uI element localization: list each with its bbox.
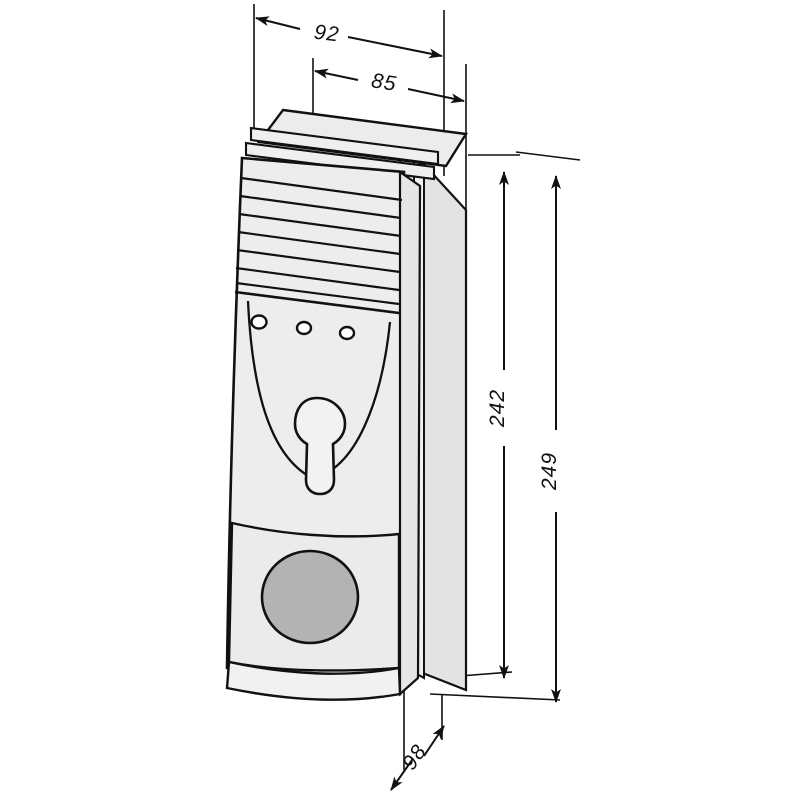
speaker-disc <box>260 549 360 645</box>
top-step-layer-1 <box>249 126 440 166</box>
dimension-label-92: 92 <box>313 21 341 47</box>
dimension-lines <box>255 16 561 791</box>
louver-lower-boundary <box>234 290 400 315</box>
indicator-hole-1 <box>250 314 268 330</box>
dimension-label-85: 85 <box>370 69 399 96</box>
louver-slat-4 <box>237 230 401 256</box>
louver-slat-5 <box>236 248 401 274</box>
dimension-label-98: 98 <box>398 740 431 774</box>
keyhole <box>293 396 347 496</box>
louver-slat-6 <box>235 266 400 292</box>
leader-249-bottom <box>429 693 561 701</box>
dim-line-92-right <box>347 36 443 59</box>
louver-slat-7 <box>235 281 400 306</box>
louver-slat-1 <box>240 176 403 202</box>
leader-249-top <box>515 151 581 161</box>
dim-line-98-lower <box>390 759 413 791</box>
dim-line-85-left <box>314 68 359 81</box>
indicator-hole-2 <box>295 320 313 336</box>
dim-line-92-left <box>255 16 301 30</box>
louver-slat-2 <box>239 194 402 220</box>
dimension-label-242: 242 <box>486 389 509 428</box>
front-shell-right-face <box>398 169 422 697</box>
dim-line-98-upper <box>423 725 445 757</box>
indicator-hole-group <box>250 314 356 341</box>
dim-line-85-right <box>407 88 465 104</box>
dimension-label-249: 249 <box>538 452 561 491</box>
louver-slat-3 <box>238 212 402 238</box>
back-plate <box>418 157 468 692</box>
device-body <box>225 108 469 701</box>
bottom-skirt <box>225 660 402 701</box>
louver-section <box>235 176 403 306</box>
indicator-hole-3 <box>338 325 356 341</box>
